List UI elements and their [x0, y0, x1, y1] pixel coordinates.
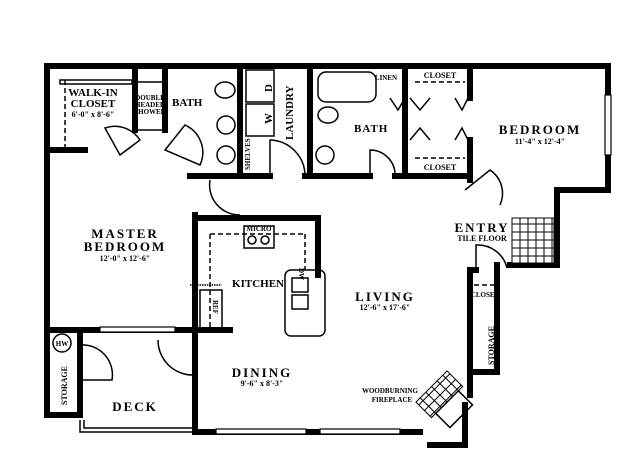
dining-label: DINING	[232, 365, 292, 380]
kitchen-label: KITCHEN	[232, 278, 284, 290]
shower-label-2: HEADED	[135, 101, 165, 109]
entry-label: ENTRY	[454, 220, 509, 235]
living-size: 12'-6" x 17'-6"	[360, 303, 411, 312]
dryer-label: D	[263, 84, 275, 92]
deck-label: DECK	[112, 399, 158, 414]
bedroom-label: BEDROOM	[499, 122, 582, 137]
doors	[79, 97, 508, 381]
storage-left-label: STORAGE	[60, 366, 69, 405]
shower-label-3: SHOWER	[134, 108, 166, 116]
hw-label: HW	[56, 340, 68, 348]
ref-label: REF	[211, 300, 219, 314]
entry-floor-label: TILE FLOOR	[457, 234, 507, 243]
shower-label-1: DOUBLE	[135, 94, 165, 102]
linen-label: LINEN	[375, 74, 397, 82]
closet-top-label: CLOSET	[424, 71, 457, 80]
fixtures	[52, 69, 555, 429]
fireplace-label-2: FIREPLACE	[372, 396, 413, 404]
room-labels: WALK-IN CLOSET 6'-0" x 8'-6" DOUBLE HEAD…	[56, 71, 582, 414]
closet-bottom-label: CLOSET	[424, 163, 457, 172]
dw-label: DW	[297, 268, 305, 280]
master-bath-label: BATH	[172, 97, 203, 109]
entry-closet-label: CLOSET	[471, 291, 500, 299]
storage-right-label: STORAGE	[487, 326, 496, 365]
bath-label: BATH	[354, 123, 388, 135]
laundry-label: LAUNDRY	[284, 85, 296, 140]
washer-label: W	[263, 113, 275, 124]
micro-label: MICRO	[247, 225, 272, 233]
shelves-label: SHELVES	[244, 138, 252, 170]
fireplace-label-1: WOODBURNING	[362, 387, 419, 395]
master-bedroom-label-2: BEDROOM	[84, 239, 167, 254]
master-bedroom-size: 12'-0" x 12'-6"	[100, 254, 151, 263]
master-bedroom-label: MASTER	[91, 226, 159, 241]
walk-in-closet-size: 6'-0" x 8'-6"	[72, 110, 115, 119]
walk-in-closet-label: WALK-IN	[68, 87, 118, 99]
interior-walls	[44, 63, 612, 435]
living-label: LIVING	[355, 289, 415, 304]
walk-in-closet-label-2: CLOSET	[71, 98, 116, 110]
dining-size: 9'-6" x 8'-3"	[241, 379, 284, 388]
bedroom-size: 11'-4" x 12'-4"	[515, 137, 565, 146]
